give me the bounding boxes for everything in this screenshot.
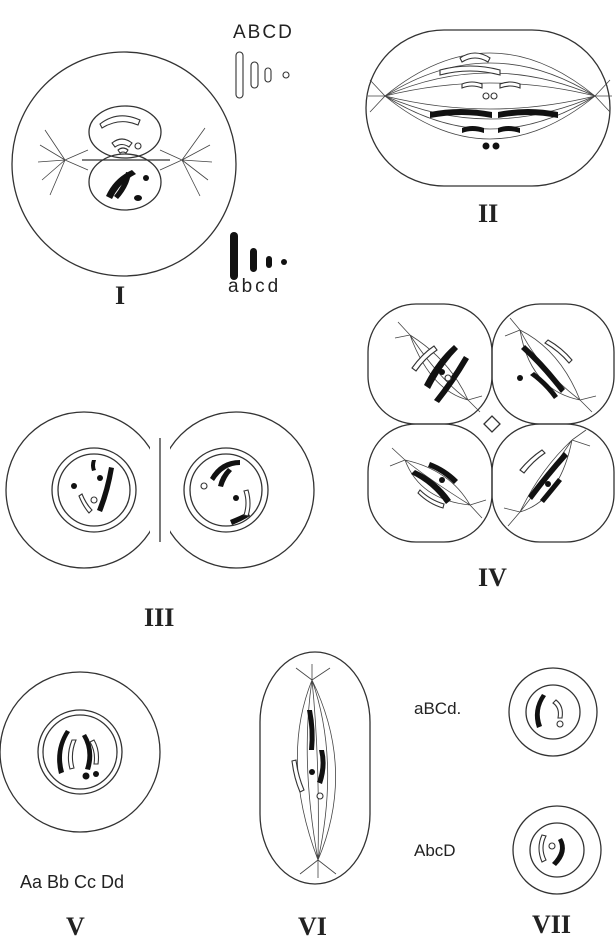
figure-4-label: IV	[478, 563, 507, 592]
figure-7-gamete-top	[509, 668, 597, 756]
figure-2-cell	[366, 30, 612, 186]
lower-gene-label: abcd	[228, 276, 281, 297]
dark-chromosome-key	[230, 232, 287, 280]
figure-1-cell	[12, 52, 236, 276]
parent-genotype: Aa Bb Cc Dd	[20, 872, 124, 892]
figure-6-label: VI	[298, 912, 327, 939]
figure-7-gamete-bottom	[513, 806, 601, 894]
figure-5-label: V	[66, 912, 85, 939]
figure-1-label: I	[115, 281, 125, 310]
figure-3-label: III	[144, 603, 174, 632]
upper-gene-label: ABCD	[233, 22, 294, 43]
open-chromosome-key	[236, 52, 289, 98]
gamete-bottom-genotype: AbcD	[414, 841, 456, 860]
gamete-top-genotype: aBCd.	[414, 699, 461, 718]
figure-4-cells	[368, 304, 614, 542]
figure-3-cells	[6, 412, 314, 568]
figure-2-label: II	[478, 199, 498, 228]
figure-6-cell	[260, 652, 370, 884]
figure-5-cell	[0, 672, 160, 832]
figure-7-label: VII	[532, 910, 571, 939]
